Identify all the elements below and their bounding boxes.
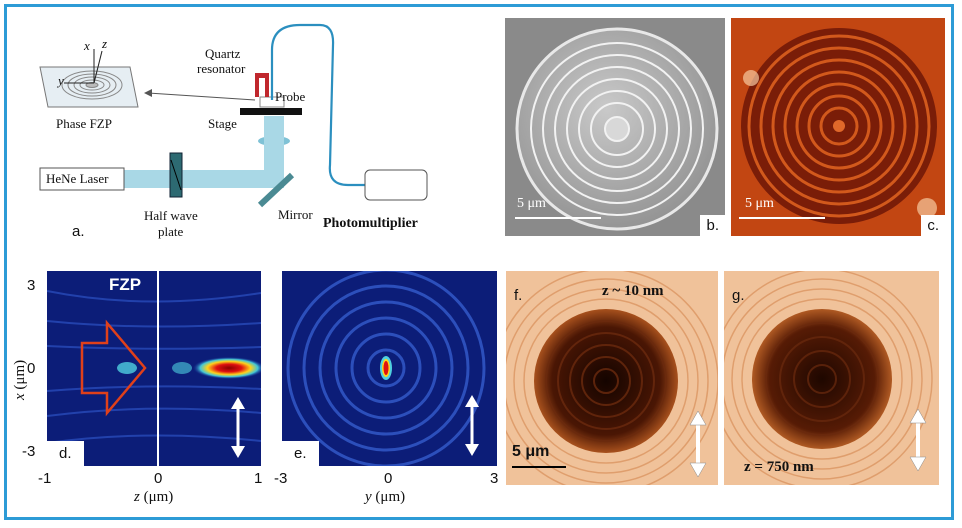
panel-f-scale-label: 5 μm xyxy=(512,443,550,460)
axis-z-label: z xyxy=(102,36,108,51)
hene-laser-label: HeNe Laser xyxy=(46,171,109,186)
panel-a-letter: a. xyxy=(72,223,85,240)
xy-intensity xyxy=(282,271,497,466)
stage-bar xyxy=(240,108,302,115)
d-xtick-right: 1 xyxy=(254,470,263,487)
nearfield-g xyxy=(724,271,939,485)
fzp-arrow-outline xyxy=(80,319,147,417)
probe-fiber xyxy=(270,23,365,187)
nearfield-f xyxy=(506,271,718,485)
panel-e-letter: e. xyxy=(282,441,319,466)
plate-label: plate xyxy=(158,224,184,239)
quartz-resonator xyxy=(255,73,269,97)
panel-d-xz-map: FZP d. xyxy=(47,271,261,466)
panel-f-z-label: z ~ 10 nm xyxy=(602,283,664,299)
sem-rings xyxy=(505,18,725,236)
d-ylabel: x (μm) xyxy=(12,359,28,400)
fzp-label: FZP xyxy=(109,275,142,294)
probe-label: Probe xyxy=(275,89,306,104)
stage-label: Stage xyxy=(208,116,237,131)
panel-a-schematic: x z y Phase FZP Quartz resonator Probe S… xyxy=(30,15,480,245)
d-ytick-mid: 0 xyxy=(27,360,36,377)
axis-x-label: x xyxy=(84,38,90,53)
d-xlabel: z (μm) xyxy=(134,489,174,505)
panel-f-nearfield: f. z ~ 10 nm 5 μm xyxy=(506,271,718,485)
panel-g-letter: g. xyxy=(732,287,745,304)
e-xtick-right: 3 xyxy=(490,470,499,487)
axis-y-label: y xyxy=(58,73,64,88)
resonator-label: resonator xyxy=(197,61,246,76)
d-xtick-mid: 0 xyxy=(154,470,163,487)
e-xtick-mid: 0 xyxy=(384,470,393,487)
panel-g-nearfield: g. z = 750 nm xyxy=(724,271,939,485)
panel-b-scale-label: 5 μm xyxy=(517,196,546,211)
panel-c-scale-label: 5 μm xyxy=(745,196,774,211)
panel-b-letter: b. xyxy=(700,215,725,236)
mirror-label: Mirror xyxy=(278,207,313,222)
xz-intensity xyxy=(47,271,261,466)
e-xtick-left: -3 xyxy=(274,470,288,487)
d-ytick-bot: -3 xyxy=(22,443,36,460)
setup-diagram xyxy=(39,23,428,208)
panel-g-z-label: z = 750 nm xyxy=(744,459,814,475)
panel-b-sem-image: 5 μm b. xyxy=(505,18,725,236)
panel-e-xy-map: e. xyxy=(282,271,497,466)
panel-f-letter: f. xyxy=(514,287,523,304)
mirror xyxy=(257,172,295,208)
d-ytick-top: 3 xyxy=(27,277,36,294)
d-xtick-left: -1 xyxy=(38,470,52,487)
photomultiplier-box xyxy=(364,169,428,201)
panel-c-letter: c. xyxy=(921,215,945,236)
phase-fzp-label: Phase FZP xyxy=(56,116,112,131)
half-wave-label: Half wave xyxy=(144,208,198,223)
e-xlabel: y (μm) xyxy=(365,489,406,505)
laser-beam xyxy=(123,170,273,188)
optical-rings xyxy=(731,18,945,236)
panel-c-optical-image: 5 μm c. xyxy=(731,18,945,236)
quartz-label: Quartz xyxy=(205,46,241,61)
panel-d-letter: d. xyxy=(47,441,84,466)
hene-laser-box xyxy=(39,167,125,191)
photomultiplier-label: Photomultiplier xyxy=(323,216,418,231)
